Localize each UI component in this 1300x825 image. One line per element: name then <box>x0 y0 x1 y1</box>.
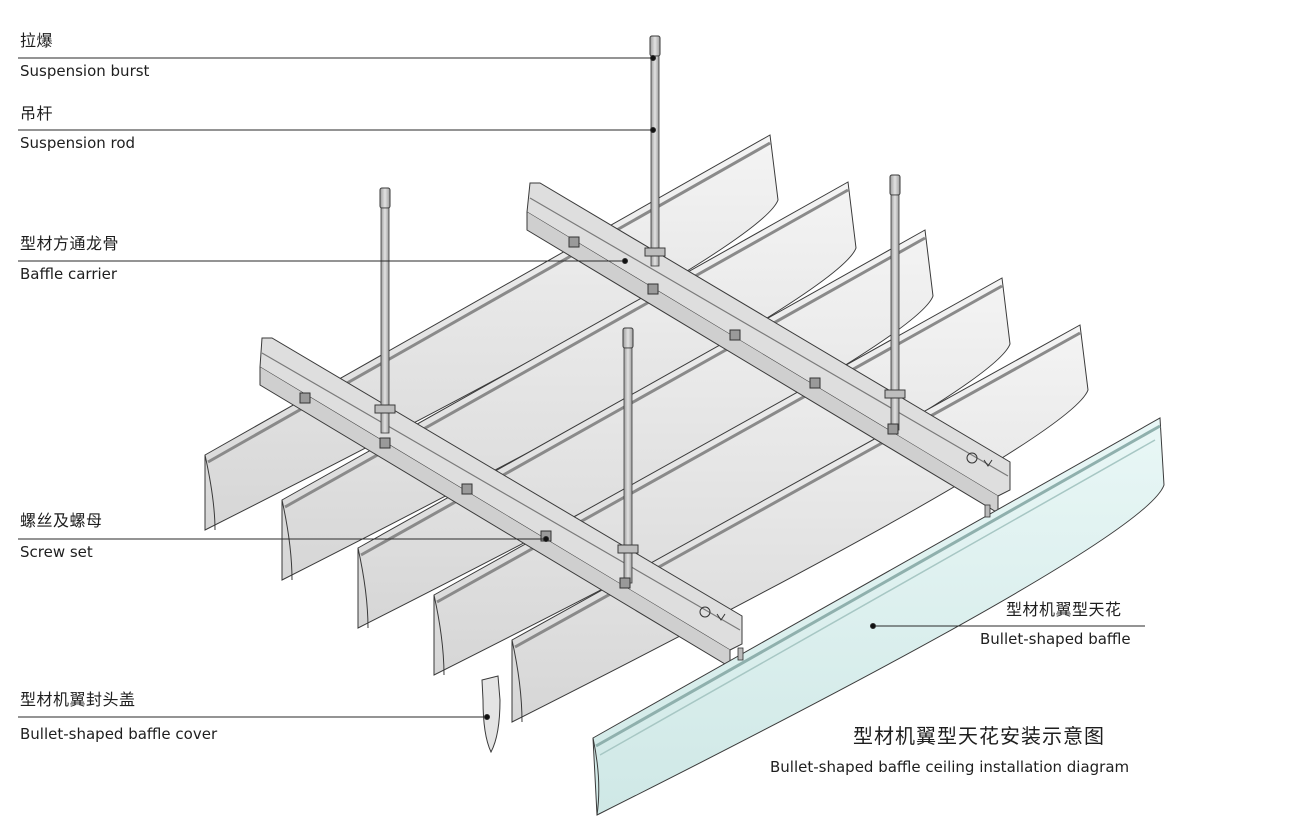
leader-line <box>18 536 549 542</box>
screw-set <box>647 283 659 295</box>
suspension-rod-label-zh: 吊杆 <box>20 104 54 123</box>
screw-set <box>887 423 899 435</box>
screw-set <box>379 437 391 449</box>
suspension-burst-label-en: Suspension burst <box>20 62 150 80</box>
suspension-burst-label-zh: 拉爆 <box>20 31 54 50</box>
diagram-title-en: Bullet-shaped baffle ceiling installatio… <box>770 758 1130 776</box>
screw-set-label-zh: 螺丝及螺母 <box>20 511 103 530</box>
baffle-label-en: Bullet-shaped baffle <box>980 630 1131 648</box>
leader-line <box>870 623 1145 629</box>
suspension-rod <box>644 35 666 267</box>
screw-set <box>299 392 311 404</box>
baffle-carrier <box>259 337 743 668</box>
baffle-label-zh: 型材机翼型天花 <box>1006 600 1122 619</box>
carrier-end-marker <box>966 452 993 467</box>
suspension-rod <box>374 187 396 434</box>
diagram-title-zh: 型材机翼型天花安装示意图 <box>853 724 1105 748</box>
screw-set-label-en: Screw set <box>20 543 93 561</box>
baffle-carrier-label-en: Baffle carrier <box>20 265 118 283</box>
baffle-end-cap <box>481 675 501 754</box>
screw-set <box>568 236 580 248</box>
leader-line <box>18 258 628 264</box>
screw-set <box>809 377 821 389</box>
leader-line <box>18 127 656 133</box>
screw-set <box>729 329 741 341</box>
carrier-end-marker <box>699 606 726 621</box>
screw-set <box>461 483 473 495</box>
leader-line <box>18 714 490 720</box>
baffle-carrier-label-zh: 型材方通龙骨 <box>20 234 120 253</box>
suspension-rod-group <box>374 35 906 584</box>
screw-set <box>619 577 631 589</box>
baffle-carrier-group <box>259 182 1011 668</box>
leader-line <box>18 55 656 61</box>
baffle-carrier <box>526 182 1011 514</box>
suspension-rod-label-en: Suspension rod <box>20 134 136 152</box>
baffle-cover-label-zh: 型材机翼封头盖 <box>20 690 136 709</box>
leader-lines <box>18 55 1145 720</box>
baffle-cover-label-en: Bullet-shaped baffle cover <box>20 725 218 743</box>
highlighted-baffle <box>592 417 1165 816</box>
